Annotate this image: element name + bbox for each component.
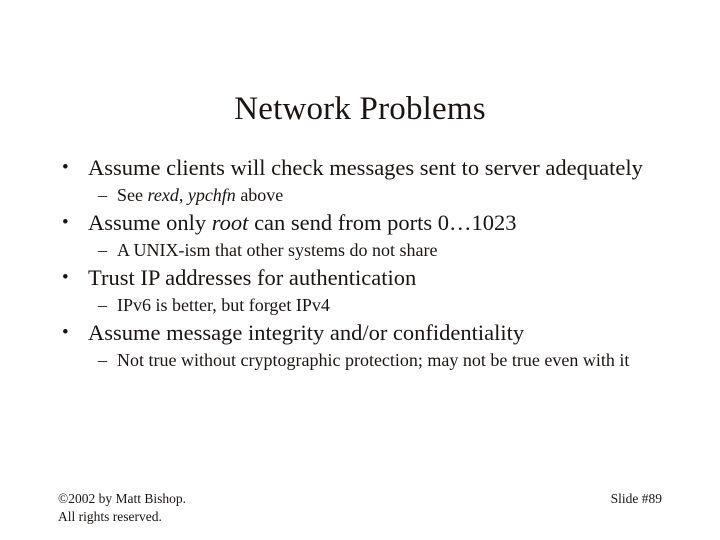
bullet-marker-icon: •: [62, 267, 69, 288]
bullet-item: • Assume clients will check messages sen…: [58, 153, 662, 182]
sub-bullet-text: See rexd, ypchfn above: [117, 182, 662, 208]
sub-bullet-item: – A UNIX-ism that other systems do not s…: [58, 237, 662, 263]
bullet-marker-icon: •: [62, 157, 69, 178]
sub-bullet-text-suffix: above: [235, 185, 284, 205]
bullet-text: Assume only root can send from ports 0…1…: [88, 208, 662, 237]
sub-bullet-item: – IPv6 is better, but forget IPv4: [58, 292, 662, 318]
sub-bullet-text: A UNIX-ism that other systems do not sha…: [117, 240, 438, 260]
bullet-text: Assume clients will check messages sent …: [88, 155, 643, 180]
sub-bullet-item: – Not true without cryptographic protect…: [58, 347, 662, 373]
slide-body: • Assume clients will check messages sen…: [58, 153, 662, 373]
bullet-item: • Assume message integrity and/or confid…: [58, 318, 662, 347]
bullet-text: Assume message integrity and/or confiden…: [88, 320, 525, 345]
bullet-italic-root: root: [211, 210, 249, 235]
sub-bullet-marker-icon: –: [98, 350, 107, 370]
sub-bullet-italic-ypchfn: ypchfn: [187, 185, 236, 205]
bullet-marker-icon: •: [62, 212, 69, 233]
slide-number: Slide #89: [610, 491, 662, 506]
bullet-marker-icon: •: [62, 322, 69, 343]
sub-bullet-text: Not true without cryptographic protectio…: [117, 350, 630, 370]
copyright-notice: ©2002 by Matt Bishop. All rights reserve…: [58, 490, 186, 526]
slide-title: Network Problems: [234, 91, 486, 128]
sub-bullet-item: – See rexd, ypchfn above: [58, 182, 662, 208]
bullet-text-suffix: can send from ports 0…1023: [248, 210, 517, 235]
sub-bullet-marker-icon: –: [98, 185, 107, 205]
sub-bullet-text-prefix: See: [117, 185, 148, 205]
copyright-line-1: ©2002 by Matt Bishop.: [58, 491, 187, 506]
sub-bullet-text-separator: ,: [178, 185, 188, 205]
sub-bullet-marker-icon: –: [98, 240, 107, 260]
sub-bullet-marker-icon: –: [98, 295, 107, 315]
copyright-line-2: All rights reserved.: [58, 509, 162, 524]
bullet-item: • Trust IP addresses for authentication: [58, 263, 662, 292]
slide-footer: ©2002 by Matt Bishop. All rights reserve…: [58, 490, 662, 536]
bullet-text: Trust IP addresses for authentication: [88, 265, 417, 290]
sub-bullet-text: IPv6 is better, but forget IPv4: [117, 295, 330, 315]
bullet-text-prefix: Assume only: [88, 210, 212, 235]
sub-bullet-italic-rexd: rexd: [147, 185, 179, 205]
bullet-item: • Assume only root can send from ports 0…: [58, 208, 662, 237]
